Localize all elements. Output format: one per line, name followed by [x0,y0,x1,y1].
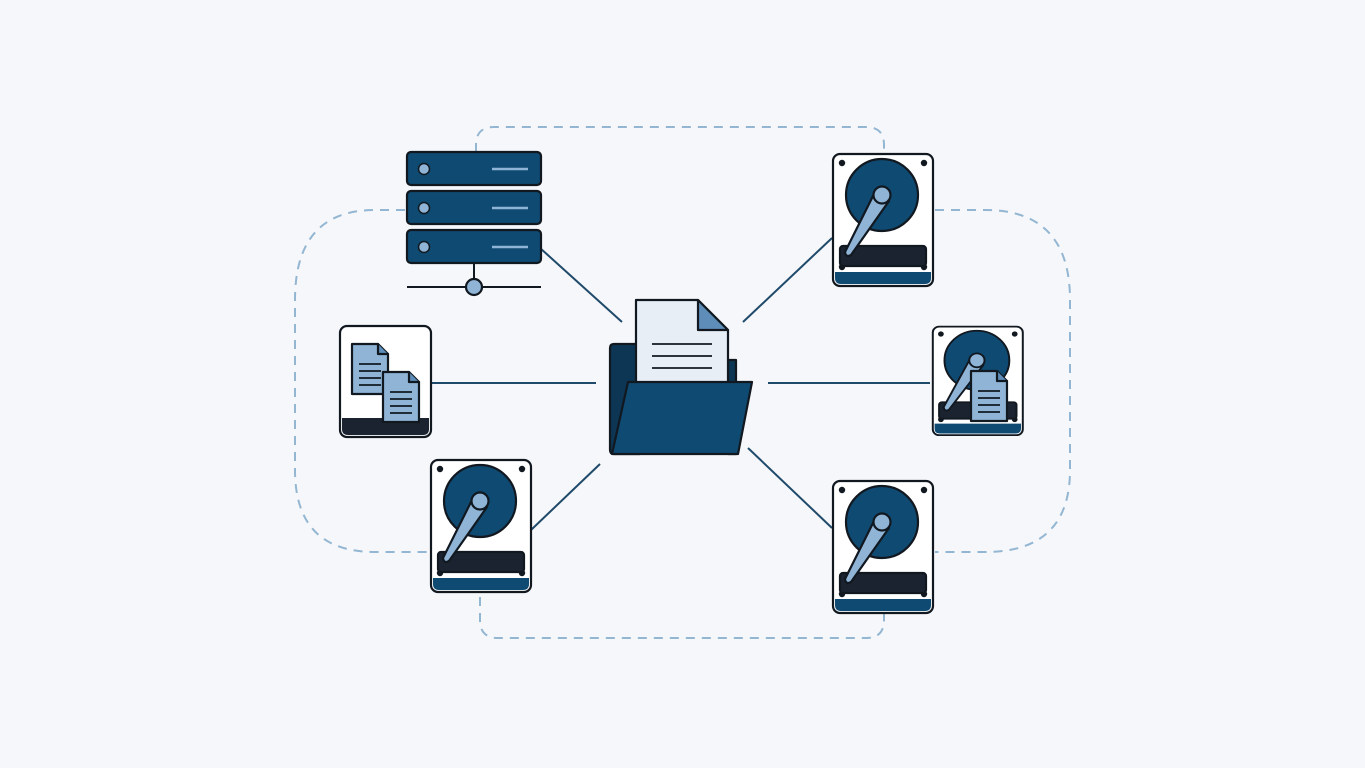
connector-lines [432,237,930,531]
hard-drive-icon [831,479,935,615]
hard-drive-icon [831,152,935,288]
top-dashed-loop [475,126,885,152]
hard-drive-with-document-icon [931,325,1024,437]
bottom-dashed-loop [479,597,885,639]
document-copies-icon [338,324,433,439]
right-dashed-loop [935,209,1071,553]
left-dashed-loop [294,209,428,553]
folder-with-document-icon [608,298,754,456]
hard-drive-icon [429,458,533,594]
server-rack-icon [405,150,543,297]
